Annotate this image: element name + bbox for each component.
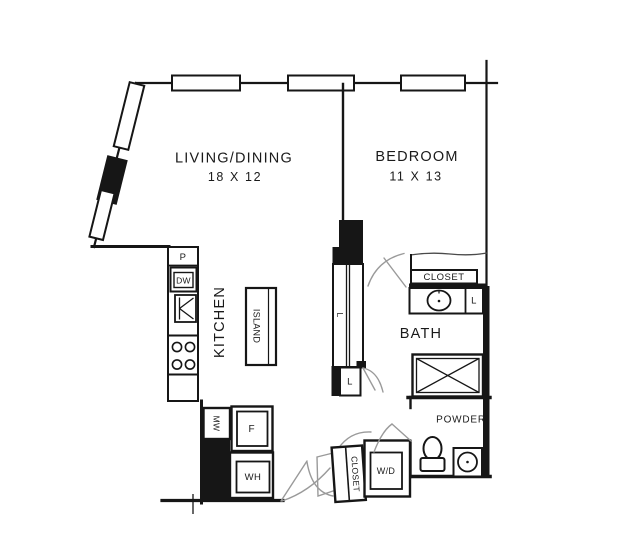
pantry-label: P (180, 252, 187, 263)
living-dining-dims: 18 X 12 (208, 170, 262, 184)
labels: LIVING/DINING 18 X 12 BEDROOM 11 X 13 KI… (175, 149, 486, 492)
bedroom-closet-top-line (409, 252, 488, 256)
powder-area (373, 423, 483, 478)
hall-closets (331, 263, 366, 397)
dishwasher-label: DW (176, 276, 191, 286)
bath-vanity (408, 287, 484, 315)
entry-door-arc (281, 467, 331, 502)
hall-linen-closet (332, 263, 364, 368)
kitchen-island (244, 286, 278, 367)
toilet-icon (419, 436, 446, 472)
water-heater-icon (235, 460, 271, 494)
bath-closet-label: CLOSET (423, 272, 464, 283)
entry-door-leaf (280, 460, 308, 502)
washer-dryer-label: W/D (377, 466, 396, 476)
powder-door-arc (373, 423, 393, 453)
island-label: ISLAND (252, 309, 262, 344)
bath-linen-label: L (471, 296, 477, 307)
hall-linen-small-label: L (347, 377, 353, 388)
water-heater-label: WH (245, 472, 262, 483)
entry-closet (330, 444, 368, 504)
linen-wall-black (331, 366, 340, 396)
bedroom-door-arc (367, 252, 405, 287)
dishwasher-icon (173, 271, 194, 289)
utility-wall-black (203, 439, 230, 501)
bath-area (362, 252, 488, 398)
window-icon (112, 80, 146, 152)
hall-linen-small (339, 366, 362, 397)
powder-door-leaf (391, 423, 412, 442)
living-dining-label: LIVING/DINING (175, 151, 293, 167)
window-icon (400, 74, 466, 92)
bedroom-dims: 11 X 13 (389, 170, 442, 184)
exterior-walls (88, 59, 499, 478)
bath-label: BATH (400, 326, 442, 342)
window-icon (287, 74, 355, 92)
utility-area (202, 405, 275, 501)
entry-door-arc (306, 461, 334, 497)
microwave-label: MW (212, 416, 222, 432)
powder-sink-icon (452, 447, 483, 478)
cooktop-icon (167, 334, 199, 376)
window-icon (88, 188, 116, 242)
entry-closet-label: CLOSET (349, 456, 361, 492)
bedroom-door-leaf (383, 257, 407, 288)
refrigerator-icon (236, 410, 269, 447)
bath-door-leaf (362, 367, 376, 391)
linen-wall-notch (356, 361, 366, 369)
hall-linen-label: L (335, 312, 345, 317)
washer-dryer (363, 439, 412, 498)
refrigerator-label: F (249, 424, 256, 435)
bath-door-arc (362, 367, 384, 393)
entry-area (280, 431, 412, 504)
bedroom-wall-black (339, 220, 363, 266)
kitchen-sink-icon (174, 294, 197, 323)
bedroom-label: BEDROOM (375, 149, 458, 165)
kitchen-area (167, 246, 278, 402)
kitchen-label: KITCHEN (212, 286, 228, 358)
right-wall-lower (483, 286, 490, 478)
bedroom-wall-black-notch (332, 247, 340, 266)
powder-label: POWDER (436, 415, 486, 426)
closet-vanity-wall (409, 283, 487, 288)
bathtub-icon (411, 353, 485, 398)
window-icon (171, 74, 241, 92)
